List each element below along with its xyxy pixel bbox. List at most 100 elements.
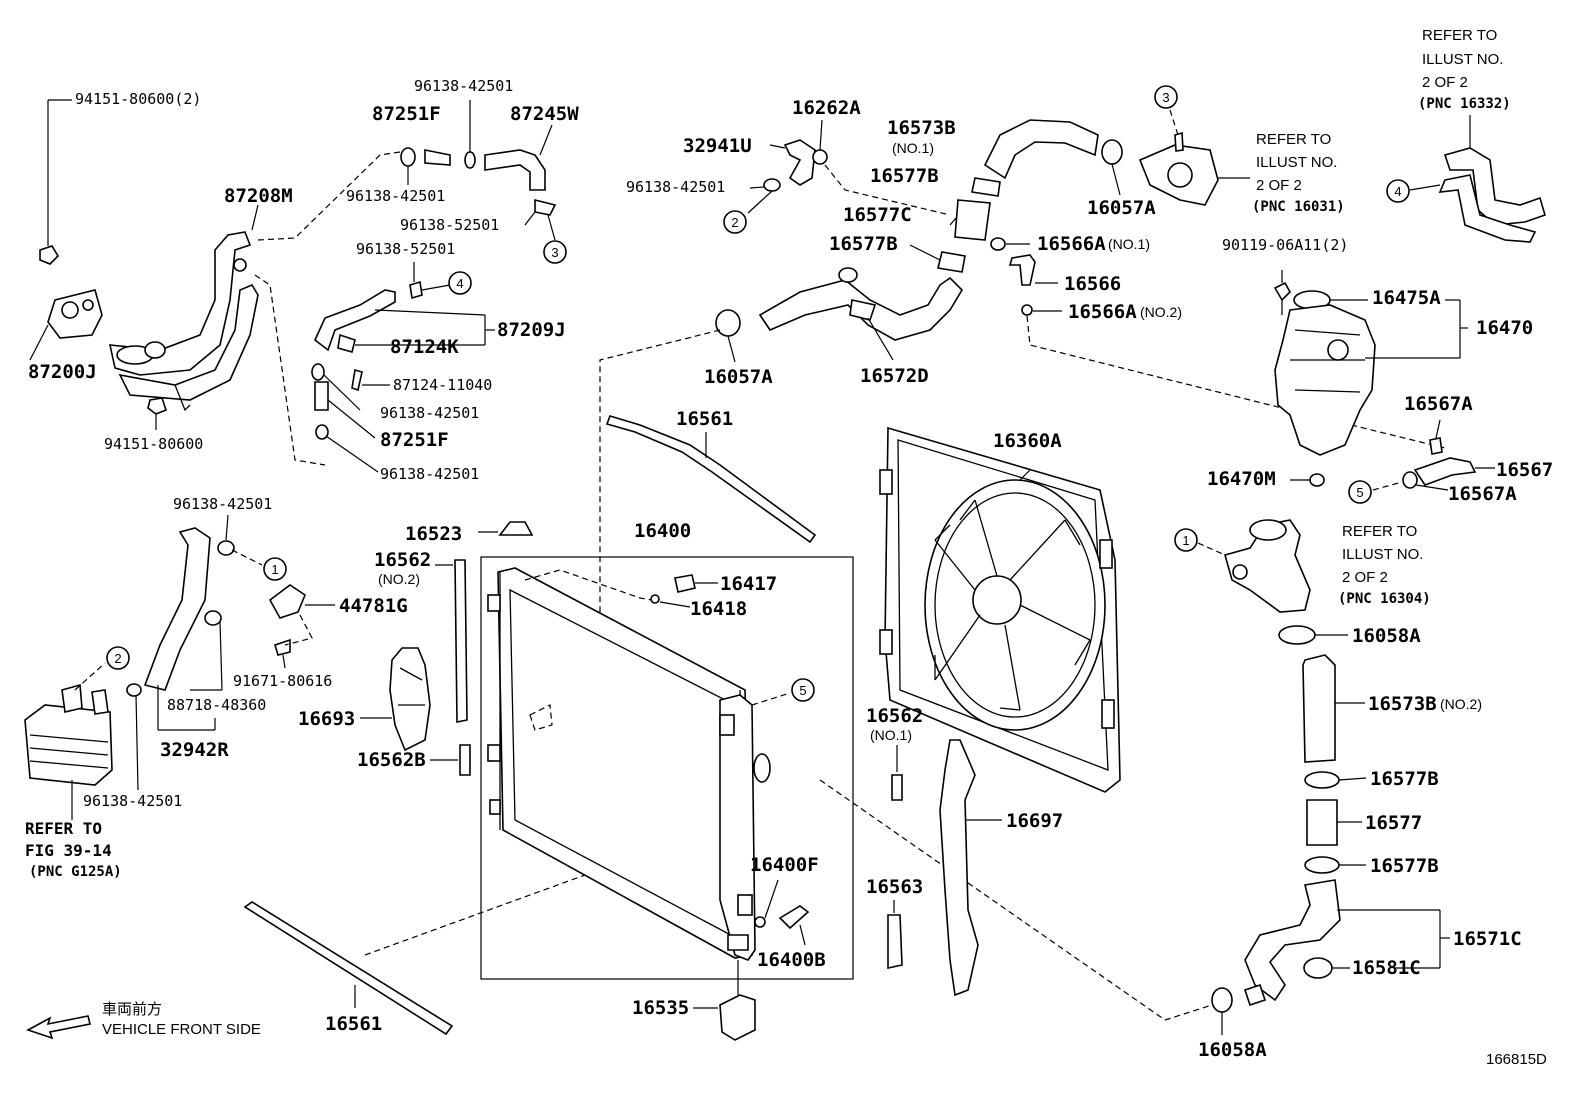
vehicle-front-arrow (26, 1015, 91, 1040)
label-16563: 16563 (866, 876, 923, 898)
part-drawing-16562B (459, 744, 471, 776)
part-drawing-16567 (1402, 437, 1477, 489)
figure-id: 166815D (1486, 1051, 1547, 1068)
svg-text:2: 2 (731, 215, 738, 230)
part-labels: 94151-80600(2) 87200J 94151-80600 87208M… (28, 77, 1553, 1061)
label-96138-52501-b: 96138-52501 (356, 240, 455, 258)
label-16475A: 16475A (1372, 287, 1441, 309)
label-94151-80600: 94151-80600 (104, 435, 203, 453)
svg-text:REFER TO: REFER TO (25, 819, 102, 838)
label-32942R: 32942R (160, 739, 229, 761)
callout-circle-4-left: 4 (448, 271, 472, 295)
label-16567A-top: 16567A (1404, 393, 1473, 415)
label-96138-42501-g: 96138-42501 (83, 792, 182, 810)
part-drawing-lower-hose-16571C (1211, 625, 1341, 1013)
part-drawing-oil-cooler (24, 683, 113, 786)
svg-text:5: 5 (799, 683, 806, 698)
label-32941U: 32941U (683, 135, 752, 157)
label-16470M: 16470M (1207, 468, 1276, 490)
part-drawing-16572D (715, 267, 964, 341)
label-16360A: 16360A (993, 430, 1062, 452)
label-16573B-no2-note: (NO.2) (1440, 696, 1482, 712)
part-drawing-16400-radiator (487, 567, 810, 961)
label-16577C: 16577C (843, 204, 912, 226)
label-16057A-right: 16057A (1087, 197, 1156, 219)
part-drawing-reservoir-hose-16332 (1438, 147, 1546, 243)
label-16577B-d: 16577B (1370, 855, 1439, 877)
label-16572D: 16572D (860, 365, 929, 387)
label-16693: 16693 (298, 708, 355, 730)
label-16057A-left: 16057A (704, 366, 773, 388)
svg-text:2 OF 2: 2 OF 2 (1422, 74, 1468, 91)
part-drawing-44781G (268, 584, 306, 656)
svg-text:4: 4 (456, 276, 463, 291)
ref-note-16332: REFER TO ILLUST NO. 2 OF 2 (PNC 16332) (1418, 27, 1511, 112)
label-96138-42501-e: 96138-42501 (626, 178, 725, 196)
svg-text:REFER TO: REFER TO (1342, 523, 1417, 540)
label-87251F-top: 87251F (372, 103, 441, 125)
label-16400F: 16400F (750, 854, 819, 876)
label-16566A-no2: 16566A (1068, 301, 1137, 323)
svg-text:REFER TO: REFER TO (1422, 27, 1497, 44)
part-drawing-16697 (939, 739, 979, 997)
svg-text:(PNC 16332): (PNC 16332) (1418, 96, 1511, 112)
part-drawing-16566 (990, 237, 1036, 316)
vehicle-front-side-jp: 車両前方 (102, 1001, 162, 1018)
label-16566A-no1-note: (NO.1) (1108, 236, 1150, 252)
label-16573B-no2: 16573B (1368, 693, 1437, 715)
svg-text:(PNC G125A): (PNC G125A) (29, 864, 122, 880)
svg-text:2 OF 2: 2 OF 2 (1342, 569, 1388, 586)
part-drawing-16562-no1 (891, 774, 903, 801)
part-drawing-16535 (719, 994, 756, 1041)
part-drawing-water-outlet (1138, 131, 1219, 206)
label-16577B-a: 16577B (870, 165, 939, 187)
label-16577B-c: 16577B (1370, 768, 1439, 790)
label-87200J: 87200J (28, 361, 97, 383)
label-96138-52501-a: 96138-52501 (400, 216, 499, 234)
label-16566: 16566 (1064, 273, 1121, 295)
vehicle-front-side-en: VEHICLE FRONT SIDE (102, 1021, 261, 1038)
label-16562-no2: 16562 (374, 549, 431, 571)
part-drawing-16562-no2 (454, 559, 468, 723)
svg-text:1: 1 (1182, 533, 1189, 548)
label-16566A-no2-note: (NO.2) (1140, 304, 1182, 320)
label-91671-80616: 91671-80616 (233, 672, 332, 690)
label-16417: 16417 (720, 573, 777, 595)
part-drawing-32941U (763, 139, 828, 192)
label-16523: 16523 (405, 523, 462, 545)
svg-text:(PNC 16031): (PNC 16031) (1252, 199, 1345, 215)
svg-text:3: 3 (1162, 90, 1169, 105)
svg-text:ILLUST NO.: ILLUST NO. (1342, 546, 1423, 563)
part-drawing-16563 (887, 914, 903, 969)
label-16562-no1-note: (NO.1) (870, 727, 912, 743)
label-16562-no2-note: (NO.2) (378, 571, 420, 587)
part-drawing-16561-bottom (243, 901, 454, 1036)
part-drawing-16523 (498, 521, 534, 536)
svg-text:REFER TO: REFER TO (1256, 131, 1331, 148)
part-drawing-87245W (400, 147, 557, 216)
part-drawing-32942R (126, 527, 235, 697)
label-87245W: 87245W (510, 103, 579, 125)
label-96138-42501-a: 96138-42501 (414, 77, 513, 95)
label-16058A-bottom: 16058A (1198, 1039, 1267, 1061)
label-16697: 16697 (1006, 810, 1063, 832)
part-drawing-16561-top (605, 415, 817, 544)
label-87124-11040: 87124-11040 (393, 376, 492, 394)
part-drawing-87209J (311, 280, 423, 440)
label-16573B-no1: 16573B (887, 117, 956, 139)
radiator-assembly-box (480, 556, 854, 980)
ref-note-g125a: REFER TO FIG 39-14 (PNC G125A) (25, 819, 122, 880)
svg-text:1: 1 (271, 562, 278, 577)
label-16567A-bottom: 16567A (1448, 483, 1517, 505)
part-drawing-16470-reservoir (1273, 281, 1376, 487)
label-96138-42501-d: 96138-42501 (380, 465, 479, 483)
label-44781G: 44781G (339, 595, 408, 617)
svg-text:2 OF 2: 2 OF 2 (1256, 177, 1302, 194)
callout-circle-5-center: 5 (791, 678, 815, 702)
svg-text:(PNC 16304): (PNC 16304) (1338, 591, 1431, 607)
ref-note-16304: REFER TO ILLUST NO. 2 OF 2 (PNC 16304) (1338, 523, 1431, 607)
svg-text:ILLUST NO.: ILLUST NO. (1256, 154, 1337, 171)
svg-text:4: 4 (1394, 184, 1401, 199)
part-drawing-16693 (389, 647, 431, 752)
label-87208M: 87208M (224, 185, 293, 207)
